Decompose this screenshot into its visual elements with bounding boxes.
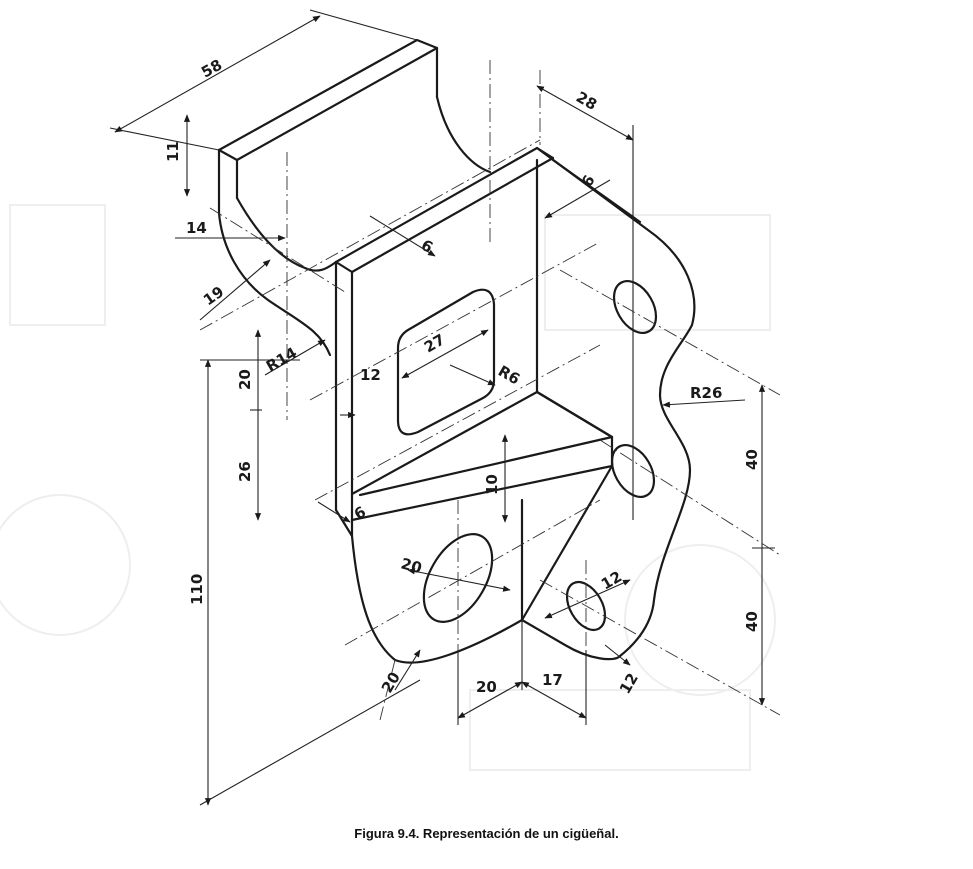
dim-27: 27 [421, 330, 448, 356]
dim-19: 19 [200, 283, 227, 310]
right-arm [535, 146, 696, 658]
dim-r14: R14 [263, 344, 300, 376]
dim-6-right: 6 [578, 172, 599, 190]
dim-28: 28 [573, 88, 600, 114]
dim-12-hole: 12 [598, 567, 625, 593]
dim-12-bottom: 12 [616, 670, 642, 697]
background-ghost-marks [0, 204, 776, 771]
dim-14: 14 [186, 219, 207, 237]
figure-caption: Figura 9.4. Representación de un cigüeña… [354, 826, 619, 841]
dim-11: 11 [164, 141, 182, 162]
dim-20-left: 20 [236, 369, 254, 390]
dim-110: 110 [188, 574, 206, 605]
dim-20-bottom: 20 [476, 678, 497, 696]
dim-58: 58 [198, 56, 225, 82]
dim-10: 10 [483, 474, 501, 495]
dim-40-lower: 40 [743, 611, 761, 632]
dim-r26: R26 [690, 384, 722, 402]
main-web [334, 146, 555, 522]
dim-r6: R6 [495, 362, 523, 389]
bottom-lug [334, 464, 622, 664]
dim-12-opening: 12 [360, 366, 381, 384]
rib [350, 390, 614, 522]
dim-17: 17 [542, 671, 563, 689]
dim-26: 26 [236, 461, 254, 482]
dim-40-upper: 40 [743, 449, 761, 470]
dim-6-top: 6 [418, 236, 436, 257]
dimension-lines [109, 9, 775, 806]
dim-20-hole: 20 [399, 554, 424, 577]
